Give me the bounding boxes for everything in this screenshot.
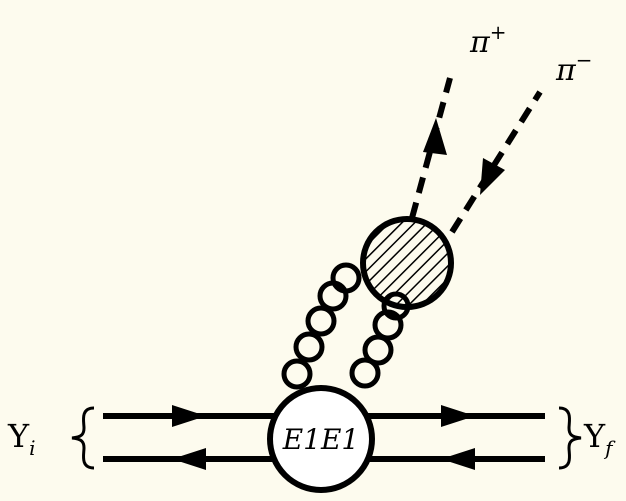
pion-minus-line [449,90,543,234]
right-brace [558,406,582,470]
arrow-top-left [172,405,206,427]
upsilon-initial-label: Υi [7,417,36,460]
arrow-top-right [441,405,475,427]
vertex-label: E1E1 [282,423,360,456]
hadronization-blob [360,216,454,310]
arrow-bottom-left [172,448,206,470]
pi-plus-label: π+ [469,20,506,60]
pion-plus-arrow [423,118,447,155]
pi-minus-label: π− [555,48,592,88]
pion-lines [409,77,543,234]
gluon-left [281,262,362,390]
e1e1-vertex [267,385,375,493]
pion-minus-arrow [480,158,505,195]
arrow-bottom-right [441,448,475,470]
upsilon-final-label: Υf [583,417,616,460]
left-brace [71,406,95,470]
